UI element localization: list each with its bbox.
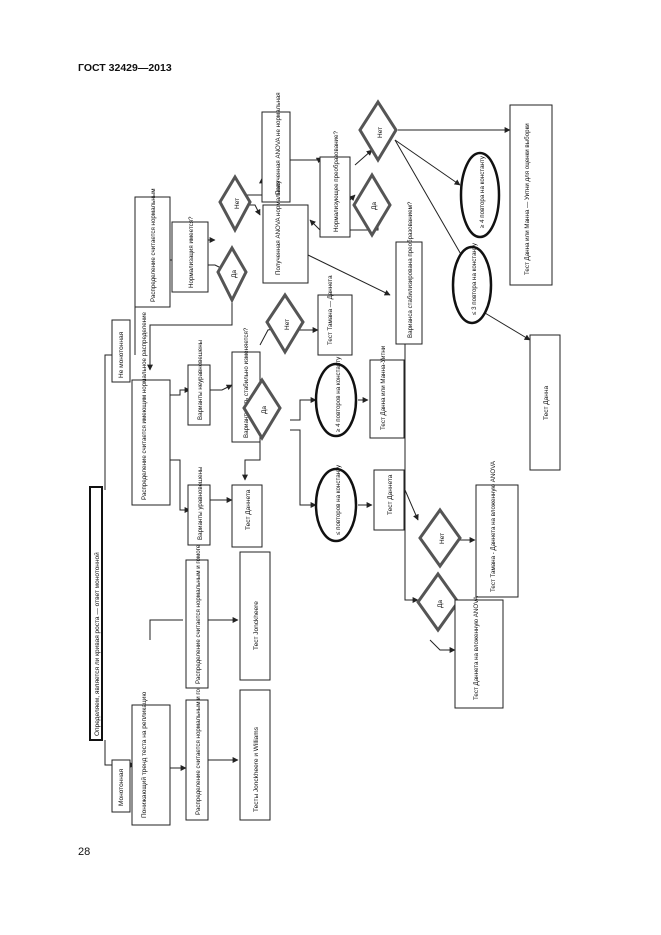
svg-text:≤ повторов на константу: ≤ повторов на константу <box>335 464 342 535</box>
anova-normal-box: Полученная ANOVA нормальная <box>262 181 309 284</box>
root-label: Определяем, является ли кривая роста — о… <box>93 552 101 736</box>
nonmono-box: Не монотонная <box>111 319 131 383</box>
svg-text:Да: Да <box>231 270 238 278</box>
diamond-yes-3: Да <box>352 172 392 238</box>
svg-text:Вариансa стабилизирована преоб: Вариансa стабилизирована преобразованием… <box>407 201 414 338</box>
standard-header: ГОСТ 32429—2013 <box>78 62 172 74</box>
svg-text:Распределение считается имеющи: Распределение считается имеющим нормальн… <box>141 311 148 500</box>
connectors <box>104 127 531 771</box>
svg-text:Варианты неуравновешены: Варианты неуравновешены <box>197 339 204 420</box>
variance-stab-q-box: Вариансa стабилизирована преобразованием… <box>395 201 423 345</box>
ellipse-le: ≤ повторов на константу <box>314 464 358 543</box>
norm-homo-2-box: Распределение считается нормальным и гом… <box>185 529 209 689</box>
svg-text:Нормализация имеется?: Нормализация имеется? <box>188 216 195 288</box>
svg-text:Распределение считается нормал: Распределение считается нормальным и гом… <box>195 529 202 684</box>
anova-not-normal-box: Полученная ANOVA не нормальная <box>261 92 291 203</box>
diamond-no-4: Нет <box>418 507 462 569</box>
svg-text:Тест Данна или Манна-Уитни: Тест Данна или Манна-Уитни <box>380 345 387 430</box>
root-box: Определяем, является ли кривая роста — о… <box>89 486 103 741</box>
svg-text:Нет: Нет <box>377 127 384 138</box>
tamhane-nested-box: Тест Тамана - Даннета на вложенную ANOVA <box>475 460 519 598</box>
trend-box: Понижающий тренд теста на репликацию <box>131 692 171 826</box>
diamond-no-2: Нет <box>265 292 305 355</box>
diamond-yes-4: Да <box>416 571 460 633</box>
page-number: 28 <box>78 846 91 858</box>
williams-box: Тесты Jonckheere и Williams <box>239 689 271 821</box>
svg-text:Распределение считается нормал: Распределение считается нормальным <box>150 188 157 302</box>
svg-text:≤ 3 повтора на константу: ≤ 3 повтора на константу <box>471 242 478 315</box>
test-dunnett-box: Тест Даннета <box>231 484 263 548</box>
normalization-q-box: Нормализация имеется? <box>171 216 209 293</box>
svg-text:Варианты уравновешены: Варианты уравновешены <box>197 466 204 540</box>
ellipse-le3: ≤ 3 повтора на константу <box>451 242 493 325</box>
svg-text:Монотонная: Монотонная <box>118 769 125 806</box>
var-unequal-box: Варианты неуравновешены <box>187 339 211 426</box>
mono-box: Монотонная <box>111 759 131 813</box>
svg-text:≥ 4 повтора на константу: ≥ 4 повтора на константу <box>479 155 486 228</box>
svg-text:Да: Да <box>437 600 444 608</box>
tamhane-dunnett-box: Тест Тамана — Даннета <box>317 275 353 356</box>
dist-normal-box: Распределение считается нормальным <box>134 188 171 308</box>
svg-text:Не монотонная: Не монотонная <box>118 331 125 378</box>
svg-text:≥ 4 повторов на константу: ≥ 4 повторов на константу <box>335 356 342 432</box>
svg-text:Нормализующее преобразование?: Нормализующее преобразование? <box>333 131 340 232</box>
jonckheere-box: Тест Jonckheere <box>239 551 271 681</box>
test-dunnett-2-box: Тест Даннета <box>373 469 405 531</box>
ellipse-ge4: ≥ 4 повторов на константу <box>314 356 358 438</box>
dist-approx-box: Распределение считается имеющим нормальн… <box>131 311 171 506</box>
diamond-yes-2: Да <box>242 377 282 441</box>
svg-text:Да: Да <box>371 202 378 210</box>
test-dunn-box: Тест Данна <box>529 334 561 471</box>
svg-text:Нет: Нет <box>284 319 291 330</box>
dunn-mw-full-box: Тест Данна или Манна — Уитни для оценки … <box>509 104 553 286</box>
svg-text:Тесты Jonckheere и Williams: Тесты Jonckheere и Williams <box>253 726 260 812</box>
norm-homo-1-box: Распределение считается нормальным и гом… <box>185 660 209 821</box>
svg-text:Нет: Нет <box>439 533 446 544</box>
svg-text:Нет: Нет <box>234 198 241 209</box>
svg-text:Тест Тамана — Даннета: Тест Тамана — Даннета <box>327 275 334 345</box>
svg-text:Тест Тамана - Даннета на вложе: Тест Тамана - Даннета на вложенную ANOVA <box>490 460 497 592</box>
ellipse-ge4-2: ≥ 4 повтора на константу <box>459 151 501 239</box>
svg-text:Тест Даннета на вложенную ANOV: Тест Даннета на вложенную ANOVA <box>473 595 480 700</box>
diamond-no-1: Нет <box>218 174 252 234</box>
svg-text:Вариантность стабильно изменяе: Вариантность стабильно изменяется? <box>243 327 250 438</box>
svg-text:Тест Даннета: Тест Даннета <box>387 474 394 515</box>
svg-text:Понижающий тренд теста на репл: Понижающий тренд теста на репликацию <box>140 692 148 818</box>
svg-text:Распределение считается нормал: Распределение считается нормальным и гом… <box>195 660 202 815</box>
svg-text:Да: Да <box>261 406 268 414</box>
dunnett-nested-box: Тест Даннета на вложенную ANOVA <box>454 595 504 709</box>
svg-text:Тест Данна или Манна — Уитни д: Тест Данна или Манна — Уитни для оценки … <box>524 123 531 275</box>
svg-text:Полученная ANOVA нормальная: Полученная ANOVA нормальная <box>275 181 282 275</box>
diamond-no-3: Нет <box>358 99 398 163</box>
norm-transform-q-box: Нормализующее преобразование? <box>319 131 351 238</box>
var-equal-box: Варианты уравновешены <box>187 466 211 546</box>
svg-text:Тест Jonckheere: Тест Jonckheere <box>253 601 260 650</box>
dunn-mw-box: Тест Данна или Манна-Уитни <box>369 345 405 439</box>
diamond-yes-1: Да <box>216 245 248 304</box>
svg-text:Тест Данна: Тест Данна <box>543 386 550 420</box>
svg-text:Полученная ANOVA не нормальная: Полученная ANOVA не нормальная <box>275 92 282 195</box>
svg-text:Тест Даннета: Тест Даннета <box>245 489 252 530</box>
